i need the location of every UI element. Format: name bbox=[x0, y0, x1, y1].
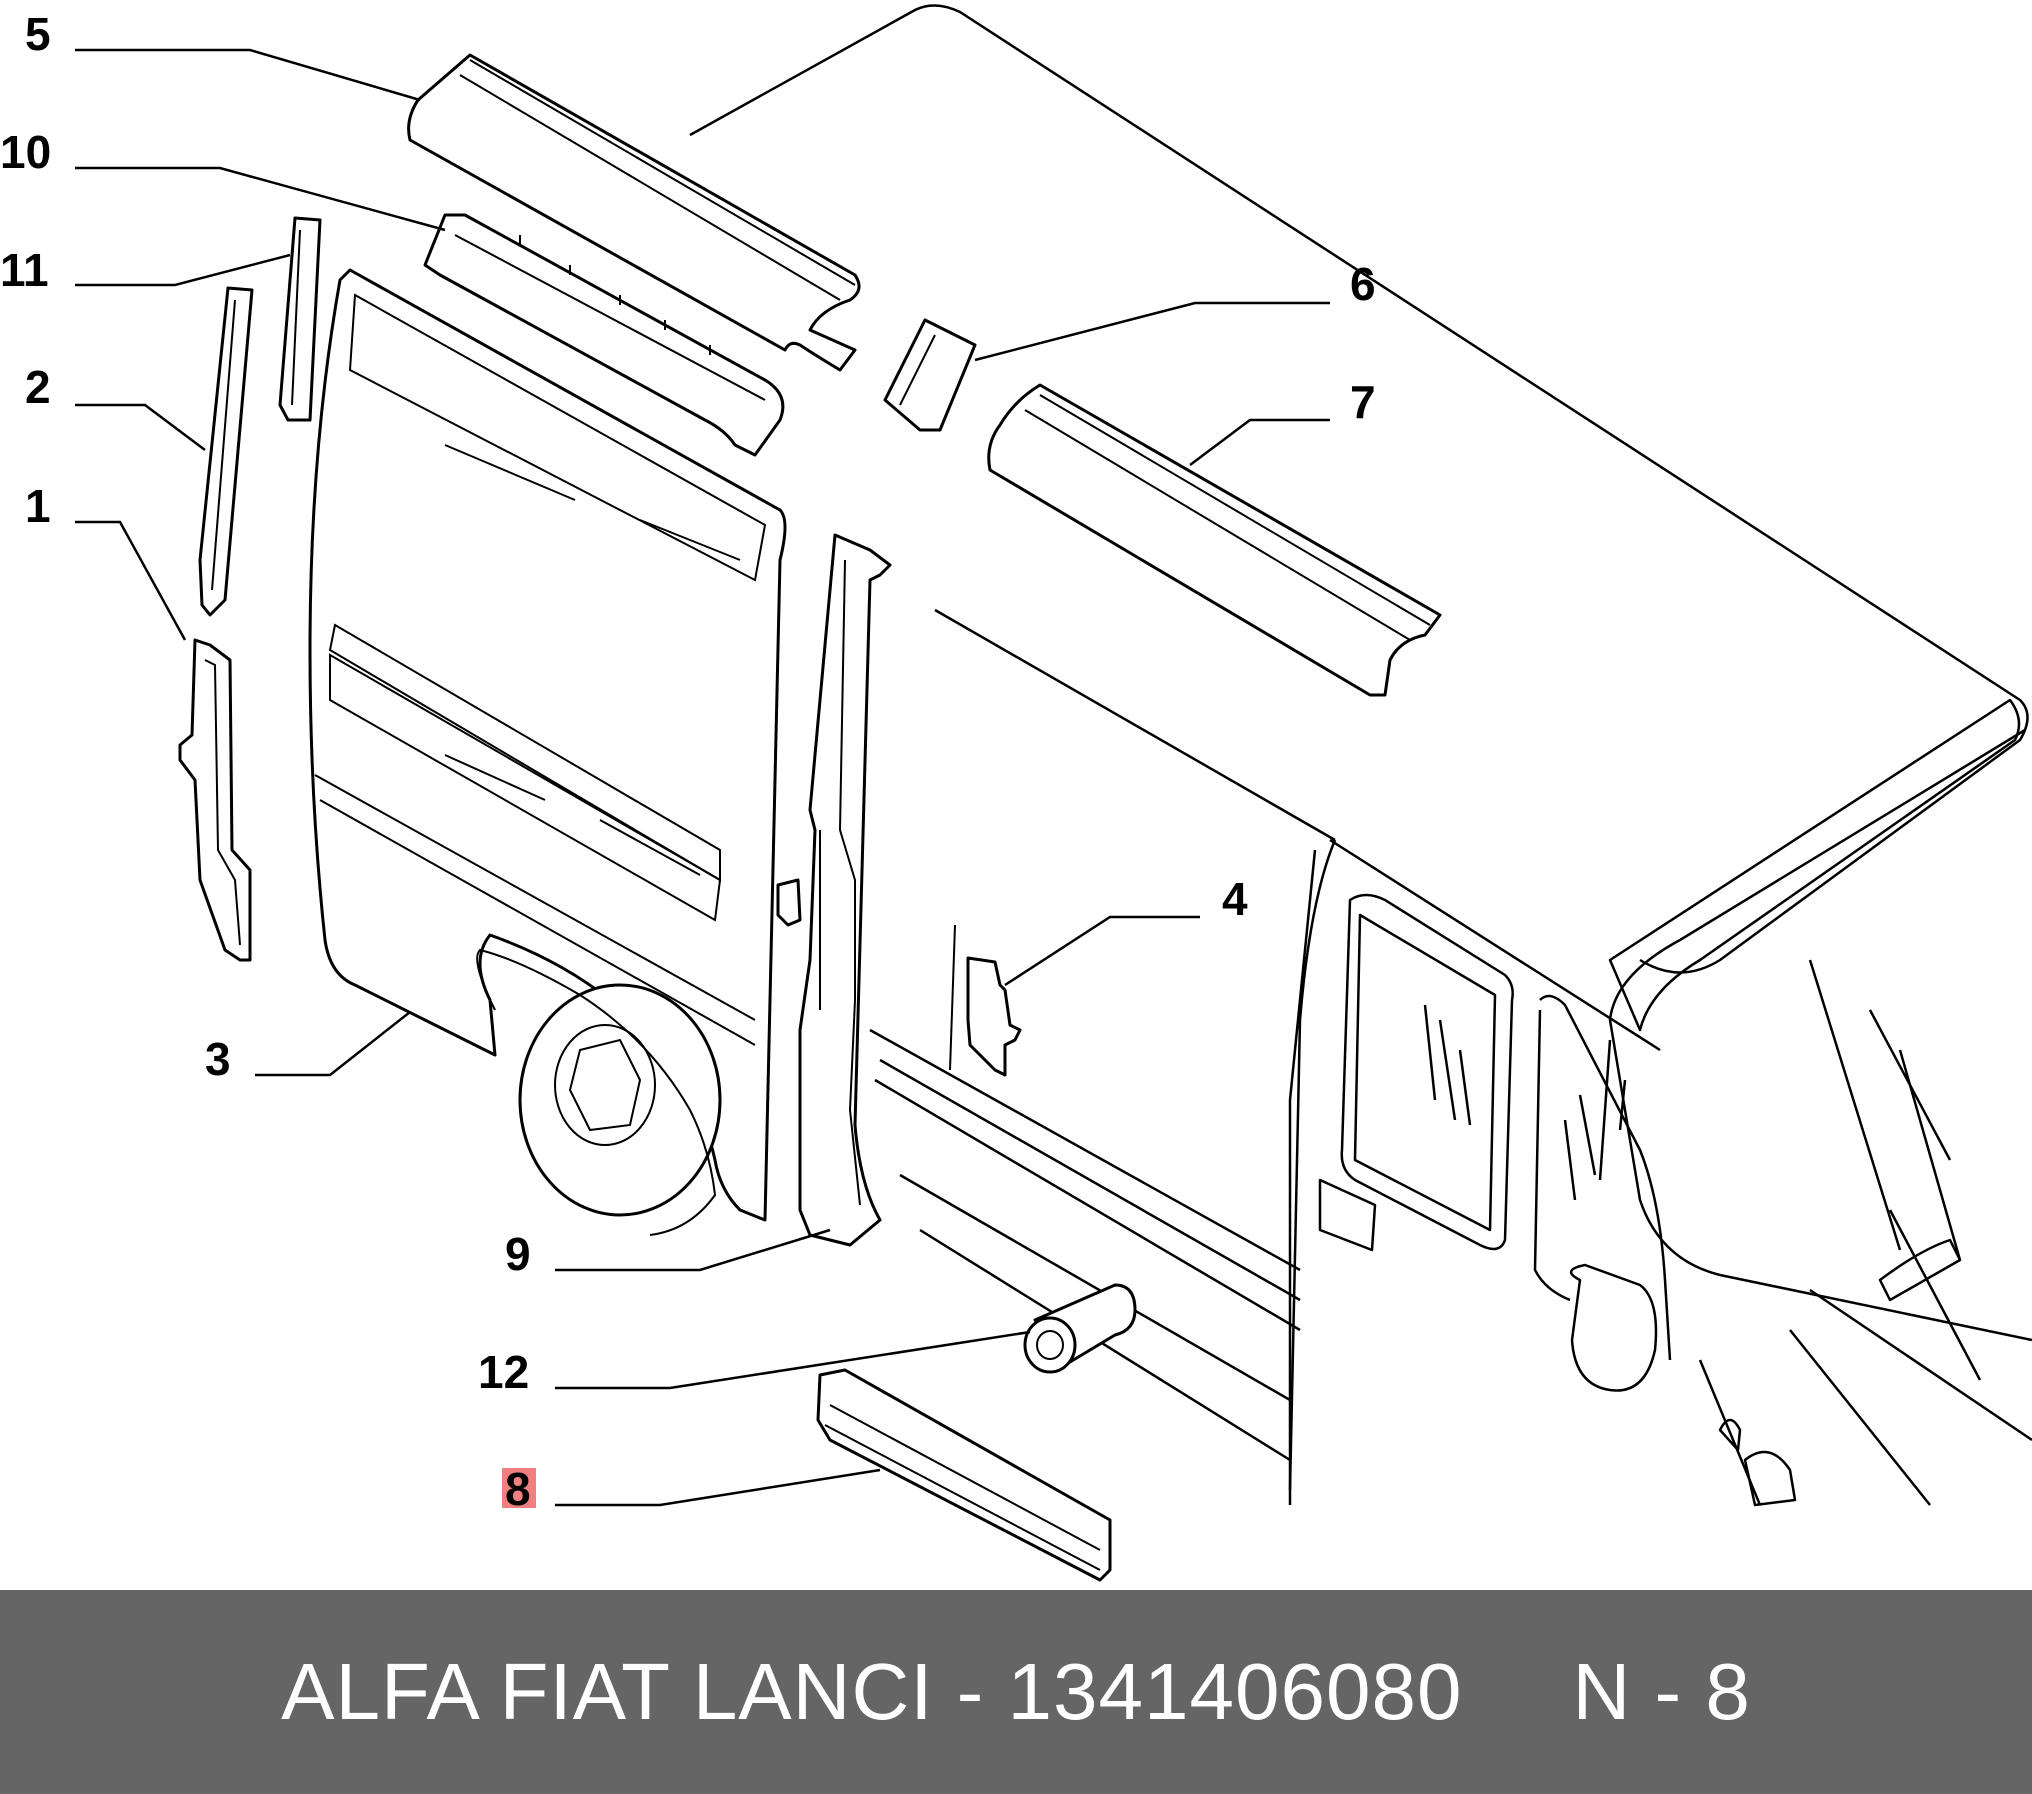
callout-6: 6 bbox=[1350, 258, 1376, 310]
callout-12: 12 bbox=[478, 1346, 529, 1398]
part-10-roof-bow bbox=[423, 213, 785, 457]
part-3-side-panel bbox=[308, 268, 787, 1236]
callout-labels: 5 10 11 2 1 3 6 7 4 9 12 8 bbox=[0, 8, 1376, 1515]
part-4-bracket bbox=[949, 924, 1022, 1077]
part-11-strip bbox=[278, 216, 322, 422]
callout-1: 1 bbox=[25, 480, 51, 532]
parts-diagram: 5 10 11 2 1 3 6 7 4 9 12 8 bbox=[0, 4, 2032, 1582]
callout-3: 3 bbox=[205, 1033, 231, 1085]
callout-8: 8 bbox=[505, 1463, 531, 1515]
leader-lines bbox=[75, 48, 1330, 1507]
callout-8-highlight bbox=[502, 1468, 536, 1508]
footer-part-text: ALFA FIAT LANCI - 1341406080 bbox=[281, 1647, 1463, 1736]
part-8-sill bbox=[816, 1368, 1112, 1582]
callout-11: 11 bbox=[0, 244, 49, 296]
part-1-pillar bbox=[178, 638, 252, 962]
callout-10: 10 bbox=[0, 126, 51, 178]
part-12-bushing bbox=[1023, 1283, 1137, 1374]
van-body-outline bbox=[689, 4, 2032, 1507]
footer-bar: ALFA FIAT LANCI - 1341406080 N - 8 bbox=[0, 1590, 2032, 1794]
part-6-bracket bbox=[883, 318, 977, 432]
part-9-pillar bbox=[776, 533, 892, 1247]
part-7-roof-rail bbox=[987, 383, 1442, 697]
callout-2: 2 bbox=[25, 361, 51, 413]
callout-7: 7 bbox=[1350, 376, 1376, 428]
footer-ref-text: N - 8 bbox=[1572, 1647, 1751, 1736]
footer-caption: ALFA FIAT LANCI - 1341406080 N - 8 bbox=[0, 1590, 2032, 1794]
callout-9: 9 bbox=[505, 1228, 531, 1280]
callout-5: 5 bbox=[25, 8, 51, 60]
part-5-roof-rail bbox=[407, 53, 861, 372]
callout-4: 4 bbox=[1222, 873, 1248, 925]
part-2-strip bbox=[198, 286, 254, 617]
